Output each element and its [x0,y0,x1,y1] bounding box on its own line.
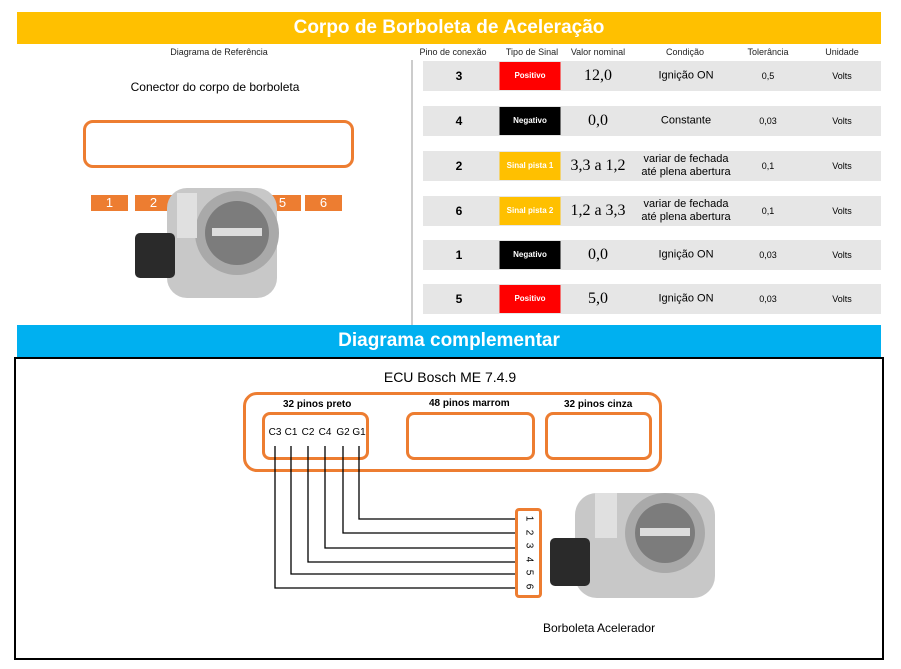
complement-title: Diagrama complementar [17,325,881,357]
nominal-value: 0,0 [588,246,608,263]
condition: variar de fechada até plena abertura [641,153,731,178]
unit: Volts [832,116,852,126]
header-ref: Diagrama de Referência [170,47,268,57]
throttle-body-image [135,188,279,298]
connector-pin: 6 [305,195,342,211]
table-row: 4 Negativo 0,0 Constante 0,03 Volts [423,106,881,136]
connector-pin: 2 [135,195,172,211]
table-header: Diagrama de Referência Pino de conexão T… [17,44,881,60]
connector-outline [83,120,354,168]
header-pin: Pino de conexão [419,47,487,57]
condition: Ignição ON [658,292,714,305]
table-row: 1 Negativo 0,0 Ignição ON 0,03 Volts [423,240,881,270]
wire [324,446,517,549]
condition: Ignição ON [658,69,714,82]
table-row: 6 Sinal pista 2 1,2 a 3,3 variar de fech… [423,196,881,226]
throttle-pin-label: 6 [523,583,535,589]
unit: Volts [832,294,852,304]
ecu-pin-label: C1 [284,427,298,438]
header-tol: Tolerância [747,47,789,57]
tolerance: 0,03 [759,250,777,260]
throttle-body-image [550,493,715,598]
ecu-pin-label: C3 [268,427,282,438]
nominal-value: 0,0 [588,112,608,129]
tolerance: 0,1 [761,161,775,171]
tolerance: 0,03 [759,116,777,126]
unit: Volts [832,71,852,81]
ecu-pin-label: C2 [301,427,315,438]
throttle-caption: Borboleta Acelerador [543,621,656,635]
throttle-pin-label: 2 [523,529,535,535]
pin-number: 6 [455,204,463,218]
ecu-pin-label: C4 [318,427,332,438]
condition: variar de fechada até plena abertura [641,198,731,223]
pin-number: 4 [455,114,463,128]
table-row: 3 Positivo 12,0 Ignição ON 0,5 Volts [423,61,881,91]
signal-type-badge: Negativo [499,241,561,269]
throttle-pin-label: 1 [523,515,535,522]
nominal-value: 12,0 [584,67,612,84]
unit: Volts [832,206,852,216]
table-row: 5 Positivo 5,0 Ignição ON 0,03 Volts [423,284,881,314]
pin-number: 2 [455,159,463,173]
signal-type-badge: Sinal pista 2 [499,197,561,225]
throttle-pin-label: 3 [523,542,535,549]
wire [290,446,517,575]
signal-type-badge: Negativo [499,107,561,135]
unit: Volts [832,250,852,260]
ecu-label: ECU Bosch ME 7.4.9 [383,369,517,385]
pin-number: 5 [455,292,463,306]
condition: Ignição ON [658,248,714,261]
pin-number: 3 [455,69,463,83]
condition: Constante [660,114,712,127]
signal-type-badge: Positivo [499,285,561,313]
connector-black [262,412,369,460]
ecu-pin-label: G2 [336,427,350,438]
tolerance: 0,1 [761,206,775,216]
throttle-pin-label: 5 [523,569,535,576]
throttle-connector [515,508,542,598]
signal-type-badge: Sinal pista 1 [499,152,561,180]
connector-gray [545,412,652,460]
table-row: 2 Sinal pista 1 3,3 a 1,2 variar de fech… [423,151,881,181]
nominal-value: 1,2 a 3,3 [570,202,626,219]
connector-pin: 1 [91,195,128,211]
tolerance: 0,5 [761,71,775,81]
wire [342,446,517,534]
connector-label: Conector do corpo de borboleta [130,80,300,94]
throttle-pin-label: 4 [523,556,535,562]
connector-brown [406,412,535,460]
unit: Volts [832,161,852,171]
tolerance: 0,03 [759,294,777,304]
wire [274,446,517,589]
header-value: Valor nominal [570,47,626,57]
wire [358,446,517,520]
header-cond: Condição [665,47,705,57]
connector-label: 32 pinos preto [283,399,352,410]
pin-number: 1 [455,248,463,262]
header-type: Tipo de Sinal [505,47,559,57]
header-unit: Unidade [825,47,859,57]
connector-label: 48 pinos marrom [429,398,510,409]
complement-diagram [14,357,884,660]
wire [307,446,517,563]
connector-label: 32 pinos cinza [564,399,633,410]
page-title: Corpo de Borboleta de Aceleração [17,12,881,44]
reference-diagram: Conector do corpo de borboleta 1 2 3 4 5… [17,60,413,325]
ecu-outline [243,392,662,472]
nominal-value: 5,0 [588,290,608,307]
nominal-value: 3,3 a 1,2 [570,157,626,174]
signal-type-badge: Positivo [499,62,561,90]
ecu-pin-label: G1 [352,427,366,438]
